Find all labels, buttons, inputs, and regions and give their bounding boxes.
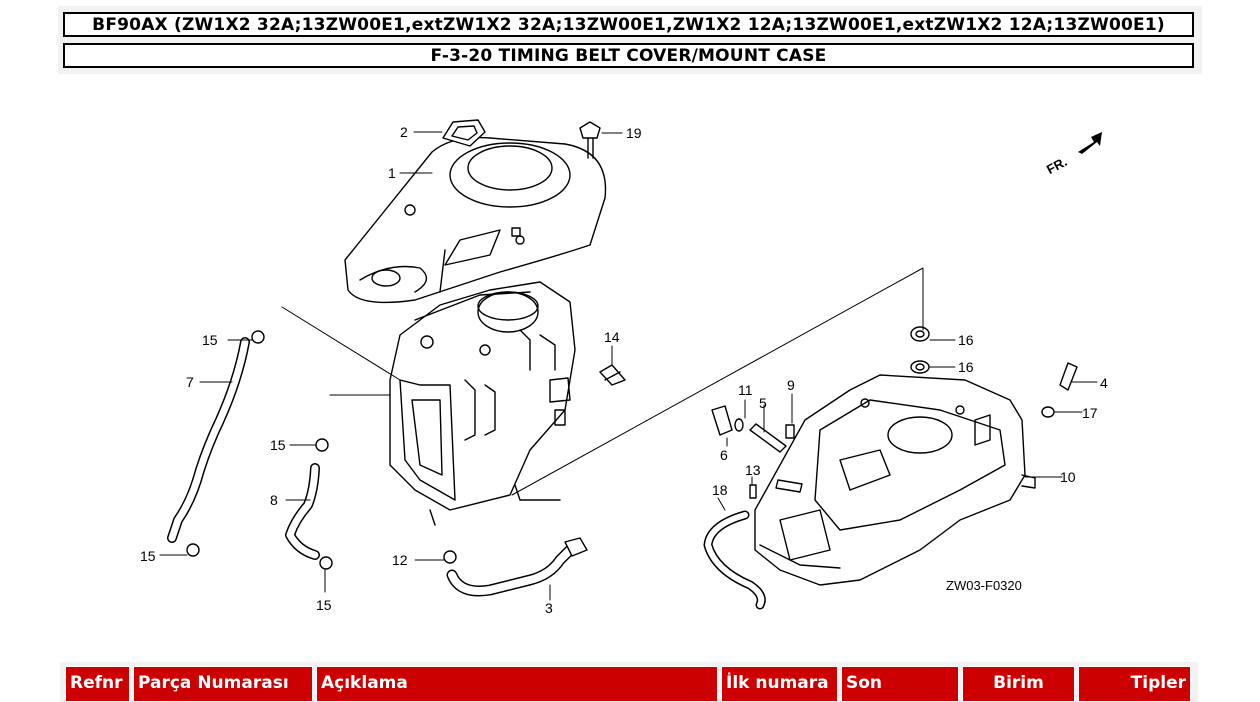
clamp-part-15[interactable]	[186, 330, 333, 570]
callout-1: 1	[388, 165, 396, 181]
diagram-reference-code: ZW03-F0320	[946, 578, 1022, 593]
callout-18: 18	[712, 482, 728, 498]
col-refnr[interactable]: Refnr	[65, 666, 130, 702]
mount-case-upper[interactable]	[389, 281, 576, 526]
hose-part-8[interactable]	[285, 463, 320, 560]
small-parts-5-6-9-11-13[interactable]	[711, 405, 803, 499]
callout-5: 5	[759, 395, 767, 411]
clip-part-14[interactable]	[599, 364, 626, 386]
section-title: F-3-20 TIMING BELT COVER/MOUNT CASE	[63, 43, 1194, 68]
callout-13: 13	[745, 462, 761, 478]
callout-15a: 15	[202, 332, 218, 348]
col-first-number[interactable]: İlk numara	[721, 666, 838, 702]
callout-2: 2	[400, 124, 408, 140]
bolt-part-19[interactable]	[579, 121, 601, 159]
parts-table: Refnr Parça Numarası Açıklama İlk numara…	[60, 662, 1198, 702]
seal-part-16[interactable]	[910, 326, 930, 374]
callout-3: 3	[545, 600, 553, 616]
callout-14: 14	[604, 329, 620, 345]
washer-part-17[interactable]	[1041, 406, 1055, 418]
grommet-part-2[interactable]	[442, 119, 486, 147]
fitting-part-4[interactable]	[1059, 362, 1078, 391]
callout-8: 8	[270, 492, 278, 508]
col-last[interactable]: Son	[841, 666, 959, 702]
col-part-number[interactable]: Parça Numarası	[133, 666, 313, 702]
callout-12: 12	[392, 552, 408, 568]
hose-part-3[interactable]	[446, 537, 588, 597]
parts-diagram: FR. 2 1 19 15 7 15 8 15 15 12 3 14 16 16…	[60, 80, 1200, 650]
callout-15b: 15	[270, 437, 286, 453]
table-header-row: Refnr Parça Numarası Açıklama İlk numara…	[65, 666, 1191, 702]
callout-9: 9	[787, 377, 795, 393]
timing-belt-cover[interactable]	[344, 136, 607, 304]
leader-lines	[159, 131, 1098, 601]
callout-16b: 16	[958, 359, 974, 375]
col-unit[interactable]: Birim	[962, 666, 1075, 702]
col-description[interactable]: Açıklama	[316, 666, 718, 702]
col-types[interactable]: Tipler	[1078, 666, 1191, 702]
callout-19: 19	[626, 125, 642, 141]
callout-7: 7	[186, 374, 194, 390]
callout-4: 4	[1100, 375, 1108, 391]
callout-17: 17	[1082, 405, 1098, 421]
callout-10: 10	[1060, 469, 1076, 485]
model-title: BF90AX (ZW1X2 32A;13ZW00E1,extZW1X2 32A;…	[63, 12, 1194, 37]
callout-15c: 15	[140, 548, 156, 564]
hose-part-18[interactable]	[703, 510, 766, 610]
clamp-part-12[interactable]	[443, 550, 457, 564]
hose-part-7[interactable]	[167, 337, 250, 543]
callout-15d: 15	[316, 597, 332, 613]
callout-11: 11	[738, 382, 753, 398]
svg-text:FR.: FR.	[1044, 154, 1070, 177]
callout-16a: 16	[958, 332, 974, 348]
front-direction-marker: FR.	[1044, 132, 1102, 177]
mount-case-lower[interactable]	[754, 374, 1036, 586]
callout-6: 6	[720, 447, 728, 463]
callout-labels: 2 1 19 15 7 15 8 15 15 12 3 14 16 16 4 1…	[140, 124, 1108, 616]
